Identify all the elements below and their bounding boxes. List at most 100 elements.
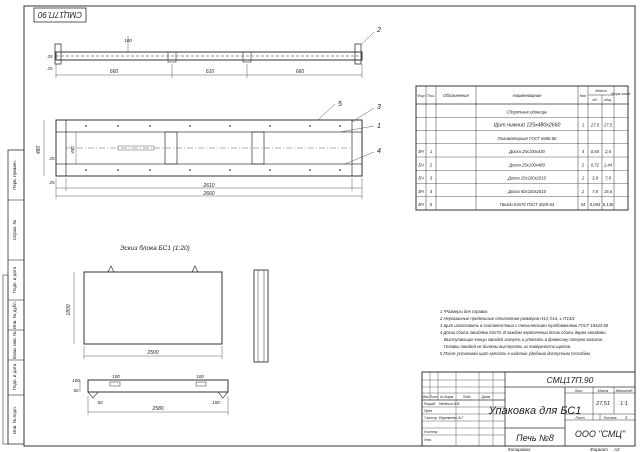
spec-header-name: Наименование — [513, 93, 543, 98]
tb-mass-value: 27,51 — [595, 401, 610, 407]
title-block: Изм. Лист № докум. Подп. Дата Разраб. Пр… — [421, 371, 636, 447]
sketch-view: Эскиз блока БС1 (1:20) 1800 2500 100 50 … — [66, 244, 269, 415]
spec-cell-qty: 2 — [581, 189, 585, 194]
spec-cell-pos: 3 — [430, 176, 433, 181]
note-line: 5 После установки щит крепить к изделию … — [440, 351, 591, 356]
spec-cell-name: Доска 25х100х480 — [508, 162, 545, 167]
spec-cell-qty: 2 — [581, 162, 585, 167]
tb-subtitle: Печь №8 — [516, 433, 554, 443]
tb-sheet-label: Лист — [574, 416, 584, 420]
side-label-sign-date-1: Подп. и дата — [12, 266, 17, 293]
sketch-dim-2500: 2500 — [146, 350, 158, 356]
spec-cell-pos: 2 — [429, 162, 433, 167]
spec-cell-name: Щит нижний 125х480х2660 — [494, 122, 561, 129]
callout-5: 5 — [338, 101, 342, 108]
spec-cell-pos: 5 — [430, 202, 433, 207]
sketch-dim-50-left-v: 50 — [73, 388, 79, 393]
spec-cell-qty: 34 — [581, 202, 586, 207]
top-dim-100: 100 — [124, 38, 132, 43]
tb-title: Упаковка для БС1 — [488, 405, 582, 417]
main-dim-480: 480 — [36, 146, 42, 155]
spec-cell-mass-one: 7,8 — [592, 189, 598, 194]
footer-format-value: А3 — [613, 447, 620, 452]
spec-cell-name: Сборочные единицы — [507, 109, 547, 114]
tb-developer-name: Мелёхин А.В. — [439, 402, 460, 406]
tb-scale-label: Масштаб — [616, 389, 634, 393]
spec-table: Фор Поз. Обозначение Наименование Кол Ма… — [415, 85, 631, 211]
top-stamp: СМЦ17П.90 — [33, 7, 87, 23]
spec-cell-pos: 1 — [430, 149, 432, 154]
tb-sheets-label: Листов — [602, 416, 616, 420]
tb-tcontrol-name: Ефременко А.Г. — [439, 416, 465, 420]
spec-header-format: Фор — [417, 94, 424, 98]
top-dim-660-right: 660 — [296, 69, 305, 75]
side-label-ref: Справ. № — [12, 220, 17, 241]
spec-header-mass: Масса — [595, 89, 606, 93]
sketch-dim-1800: 1800 — [66, 304, 72, 315]
tb-code: СМЦ17П.90 — [547, 375, 594, 385]
tb-role-list: Лист — [429, 395, 439, 399]
sketch-dim-100-b: 100 — [196, 374, 204, 379]
tb-role-sign: Подп. — [463, 395, 472, 399]
side-label-sign-date-2: Подп. и дата — [12, 363, 17, 390]
spec-cell-mass-total: 15,6 — [604, 189, 613, 194]
callout-1: 1 — [377, 123, 381, 130]
spec-cell-qty: 2 — [581, 176, 585, 181]
spec-cell-format: БЧ — [418, 176, 423, 181]
sketch-dim-100-bottom: 100 — [212, 400, 220, 405]
tb-role-developer: Разраб. — [424, 402, 436, 406]
callout-4: 4 — [377, 148, 381, 155]
note-line: 4 Доски сбить гвоздями К3х70. В каждом п… — [440, 330, 607, 335]
side-label-orig: Инв. № подл. — [12, 406, 17, 434]
spec-cell-name: Гвозди К3х70 ГОСТ 4028-63 — [500, 202, 555, 207]
main-dim-2610: 2610 — [202, 183, 214, 189]
stamp-code-text: СМЦ17П.90 — [37, 10, 82, 19]
tb-role-approve: Утв. — [424, 438, 432, 442]
spec-cell-name: Доска 25х100х430 — [508, 149, 545, 154]
tb-company: ООО "СМЦ" — [575, 429, 626, 439]
tb-scale-value: 1:1 — [620, 401, 628, 407]
sketch-dim-100-a: 100 — [112, 374, 120, 379]
callout-2: 2 — [376, 27, 381, 34]
spec-cell-mass-total: 27,5 — [603, 123, 613, 128]
spec-header-mass-total: общ. — [604, 98, 612, 102]
tb-role-checker: Пров. — [424, 409, 433, 413]
top-view: 660 610 660 25 25 100 2 — [46, 27, 381, 78]
tb-sheets-value: 1 — [625, 415, 627, 420]
note-line: 3 Щит изготовить в соответствии с технич… — [440, 323, 609, 328]
tb-role-date: Дата — [481, 395, 491, 399]
note-line: Головки гвоздей не должны выступать из п… — [444, 344, 571, 349]
main-dim-430: 430 — [70, 146, 75, 154]
main-dim-25-a: 25 — [48, 156, 55, 161]
sketch-title: Эскиз блока БС1 (1:20) — [120, 244, 190, 252]
main-dim-25-b: 25 — [48, 180, 55, 185]
top-dim-25-b: 25 — [46, 66, 53, 71]
spec-cell-name: Пиломатериал ГОСТ 8486-86 — [498, 136, 558, 141]
spec-cell-mass-total: 2,6 — [604, 149, 611, 154]
sketch-dim-2580: 2580 — [151, 406, 163, 412]
tb-mass-label: Масса — [598, 389, 609, 393]
spec-cell-name: Доска 50х100х2610 — [507, 189, 547, 194]
side-label-first-use: Перв. примен. — [12, 160, 17, 190]
spec-cell-format: БЧ — [418, 189, 423, 194]
top-dim-610: 610 — [206, 69, 215, 75]
tb-role-doc: № докум. — [440, 395, 454, 399]
spec-header-mass-one: ед. — [593, 98, 598, 102]
spec-cell-mass-one: 0,004 — [590, 202, 601, 207]
note-line: Выступающие концы гвоздей загнуть и утоп… — [444, 337, 603, 342]
sketch-dim-100-left-v: 100 — [72, 378, 80, 383]
spec-cell-qty: 1 — [582, 123, 584, 128]
main-dim-2660: 2660 — [202, 191, 214, 197]
sketch-dim-50-bottom: 50 — [97, 400, 103, 405]
spec-cell-mass-total: 1,44 — [604, 162, 613, 167]
note-line: 2 Неуказанные предельные отклонения разм… — [439, 316, 575, 321]
spec-cell-qty: 4 — [582, 149, 585, 154]
callout-3: 3 — [377, 104, 381, 111]
main-view: 2610 2660 480 430 25 25 5 3 1 4 — [36, 101, 381, 199]
tb-role-izm: Изм. — [423, 395, 430, 399]
note-line: 1 *Размеры для справок. — [440, 309, 489, 314]
spec-cell-mass-total: 0,136 — [603, 202, 614, 207]
spec-cell-format: БЧ — [418, 149, 423, 154]
top-dim-660-left: 660 — [110, 69, 119, 75]
